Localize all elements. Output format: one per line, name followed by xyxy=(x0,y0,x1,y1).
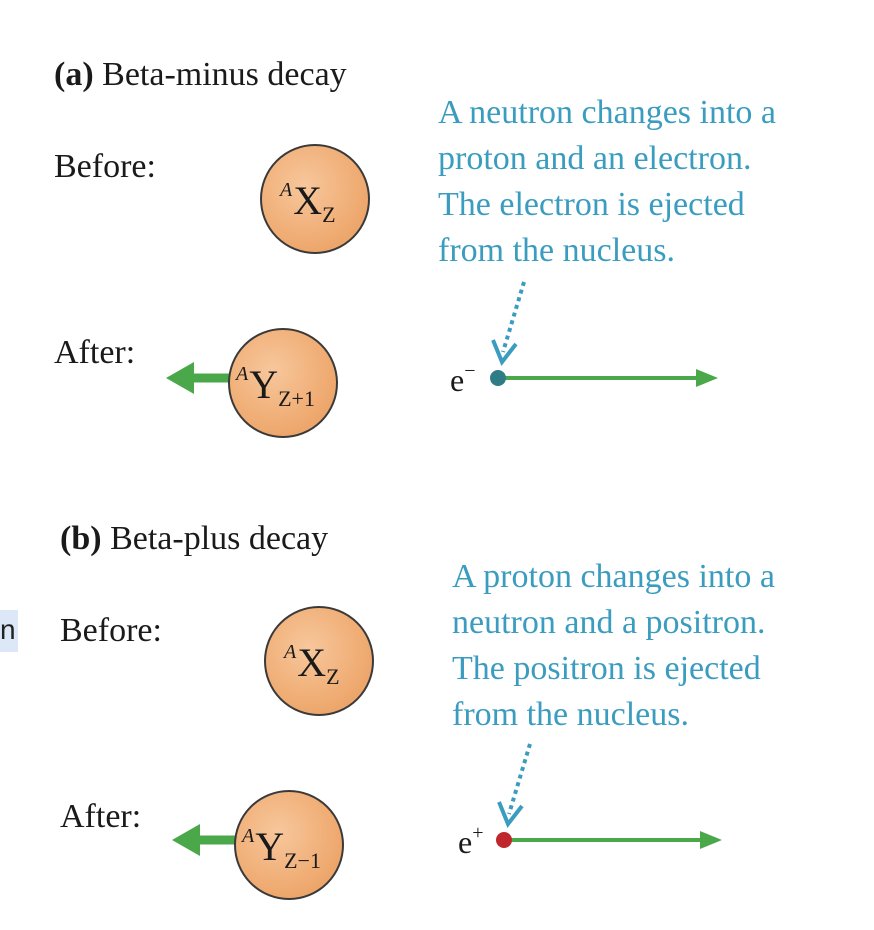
panel-a-note-line-1: A neutron changes into a xyxy=(438,94,777,131)
daughter-symbol-b: Y xyxy=(255,824,285,869)
panel-a-daughter-nucleus: AYZ+1 xyxy=(228,328,338,438)
recoil-arrow-b xyxy=(172,824,238,856)
parent-mass-a: A xyxy=(280,179,293,201)
electron-label: e− xyxy=(450,360,475,399)
parent-nucleus-symbol-b: AXZ xyxy=(284,642,340,688)
parent-mass-b: A xyxy=(284,641,297,663)
positron-label: e+ xyxy=(458,822,483,861)
panel-a-parent-nucleus: AXZ xyxy=(260,144,370,254)
panel-a-title: (a) Beta-minus decay xyxy=(54,56,347,94)
electron-symbol: e xyxy=(450,362,465,398)
positron-trajectory-arrow xyxy=(504,831,722,849)
recoil-arrow-a xyxy=(166,362,232,394)
panel-b-parent-nucleus: AXZ xyxy=(264,606,374,716)
electron-dot xyxy=(490,370,506,386)
panel-b-after-label: After: xyxy=(60,798,142,835)
positron-symbol: e xyxy=(458,824,473,860)
positron-charge: + xyxy=(472,822,484,844)
panel-b-title: (b) Beta-plus decay xyxy=(60,520,328,558)
panel-b-note-line-2: neutron and a positron. xyxy=(452,604,766,641)
panel-a-note: A neutron changes into a proton and an e… xyxy=(438,90,776,274)
panel-b-daughter-nucleus: AYZ−1 xyxy=(234,790,344,900)
electron-charge: − xyxy=(464,360,476,382)
daughter-mass-b: A xyxy=(242,825,255,847)
sidebar-text-fragment: n xyxy=(0,610,18,652)
panel-b-note-line-3: The positron is ejected xyxy=(452,650,761,687)
parent-symbol-a: X xyxy=(293,178,323,223)
panel-a-letter: (a) xyxy=(54,56,94,93)
panel-a-note-line-4: from the nucleus. xyxy=(438,232,675,269)
daughter-number-b: Z−1 xyxy=(284,848,321,873)
panel-b-title-text: Beta-plus decay xyxy=(110,520,329,557)
callout-pointer-b xyxy=(497,743,532,828)
panel-b-note-line-1: A proton changes into a xyxy=(452,558,775,595)
callout-pointer-a xyxy=(491,281,526,366)
panel-b-letter: (b) xyxy=(60,520,102,557)
panel-b-before-label: Before: xyxy=(60,612,162,649)
panel-a-title-text: Beta-minus decay xyxy=(102,56,347,93)
positron-dot xyxy=(496,832,512,848)
panel-a-after-label: After: xyxy=(54,334,136,371)
panel-a-note-line-2: proton and an electron. xyxy=(438,140,752,177)
daughter-mass-a: A xyxy=(236,363,249,385)
daughter-nucleus-symbol-b: AYZ−1 xyxy=(242,826,321,872)
sidebar-fragment-text: n xyxy=(0,614,16,645)
daughter-nucleus-symbol-a: AYZ+1 xyxy=(236,364,315,410)
panel-b-note: A proton changes into a neutron and a po… xyxy=(452,554,775,738)
panel-a-before-label: Before: xyxy=(54,148,156,185)
parent-nucleus-symbol-a: AXZ xyxy=(280,180,336,226)
parent-number-a: Z xyxy=(322,202,336,227)
electron-trajectory-arrow xyxy=(500,369,718,387)
panel-b-note-line-4: from the nucleus. xyxy=(452,696,689,733)
daughter-symbol-a: Y xyxy=(249,362,279,407)
panel-a-note-line-3: The electron is ejected xyxy=(438,186,745,223)
parent-symbol-b: X xyxy=(297,640,327,685)
parent-number-b: Z xyxy=(326,664,340,689)
daughter-number-a: Z+1 xyxy=(278,386,315,411)
